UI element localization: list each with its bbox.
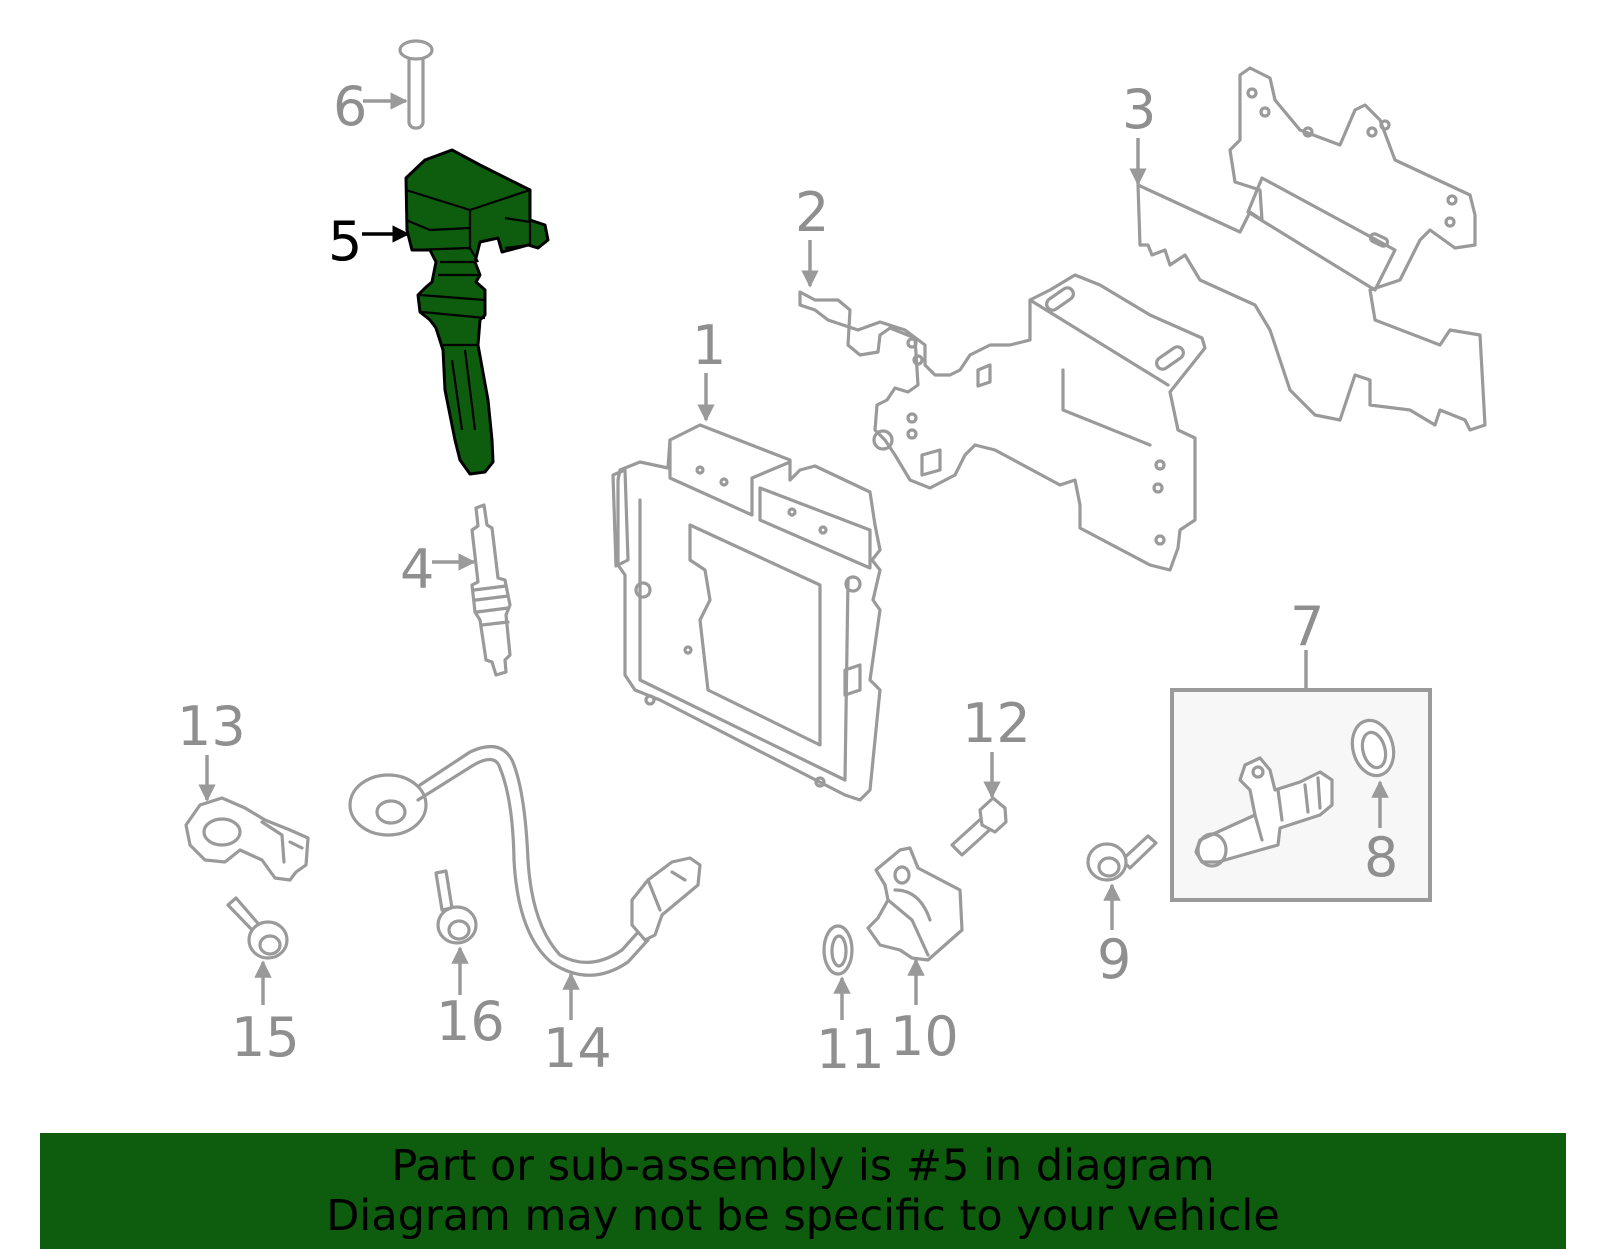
callout-15: 15 [231, 1006, 300, 1069]
part-14-wiring-harness[interactable] [348, 744, 702, 977]
callout-1: 1 [692, 314, 726, 377]
callout-labels: 6 5 4 1 2 3 7 8 9 10 11 12 13 14 15 16 [177, 75, 1398, 1081]
part-6-bolt[interactable] [398, 39, 434, 130]
callout-12: 12 [962, 692, 1031, 755]
callout-7: 7 [1290, 595, 1324, 658]
callout-3: 3 [1122, 78, 1156, 141]
part-11-o-ring[interactable] [822, 924, 854, 976]
callout-4: 4 [400, 538, 434, 601]
part-8-o-ring[interactable] [1346, 716, 1399, 780]
callout-9: 9 [1097, 928, 1131, 991]
callout-2: 2 [795, 181, 829, 244]
callout-arrows [198, 92, 1389, 1020]
part-3-bracket[interactable] [1136, 66, 1487, 432]
callout-16: 16 [436, 990, 505, 1053]
banner-line-part-number: Part or sub-assembly is #5 in diagram [391, 1141, 1215, 1191]
part-2-bracket[interactable] [798, 273, 1207, 572]
part-16-bolt[interactable] [434, 869, 478, 945]
part-1-ecu[interactable] [611, 423, 882, 802]
part-9-bolt[interactable] [1086, 834, 1158, 882]
callout-6: 6 [333, 75, 367, 138]
banner-line-disclaimer: Diagram may not be specific to your vehi… [326, 1191, 1280, 1241]
callout-5: 5 [328, 210, 362, 273]
info-banner: Part or sub-assembly is #5 in diagram Di… [40, 1133, 1566, 1249]
callout-8: 8 [1364, 826, 1398, 889]
callout-14: 14 [543, 1017, 612, 1080]
part-13-knock-sensor[interactable] [184, 796, 310, 882]
part-12-bolt[interactable] [950, 796, 1008, 857]
callout-10: 10 [890, 1005, 959, 1068]
callout-11: 11 [816, 1018, 885, 1081]
part-10-cam-sensor[interactable] [866, 846, 964, 962]
part-5-ignition-coil[interactable] [404, 148, 550, 476]
callout-13: 13 [177, 695, 246, 758]
part-4-spark-plug[interactable] [470, 503, 512, 677]
part-15-bolt[interactable] [226, 896, 289, 960]
